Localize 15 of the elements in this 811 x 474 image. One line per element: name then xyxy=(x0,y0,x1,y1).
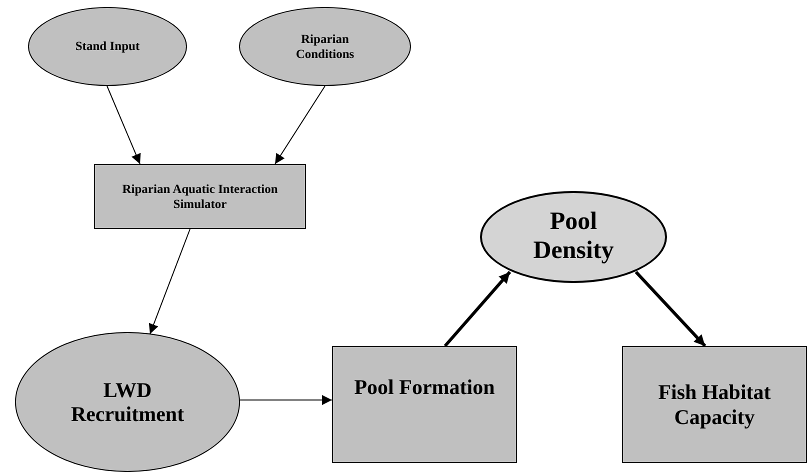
node-label: Riparian Aquatic Interaction Simulator xyxy=(121,182,279,211)
arrow xyxy=(634,270,706,348)
process-box xyxy=(94,164,306,229)
process-box xyxy=(332,346,517,463)
node-label: Fish Habitat Capacity xyxy=(657,380,772,429)
node-label: Stand Input xyxy=(75,39,140,54)
node-label: Pool Density xyxy=(532,208,615,266)
node-label: Riparian Conditions xyxy=(294,32,356,61)
arrow xyxy=(106,86,141,164)
arrow xyxy=(274,86,326,164)
arrow xyxy=(148,228,191,334)
node-label: LWD Recruitment xyxy=(70,378,186,426)
process-box xyxy=(622,346,807,463)
node-label: Pool Formation xyxy=(354,375,495,400)
arrow xyxy=(240,395,332,406)
